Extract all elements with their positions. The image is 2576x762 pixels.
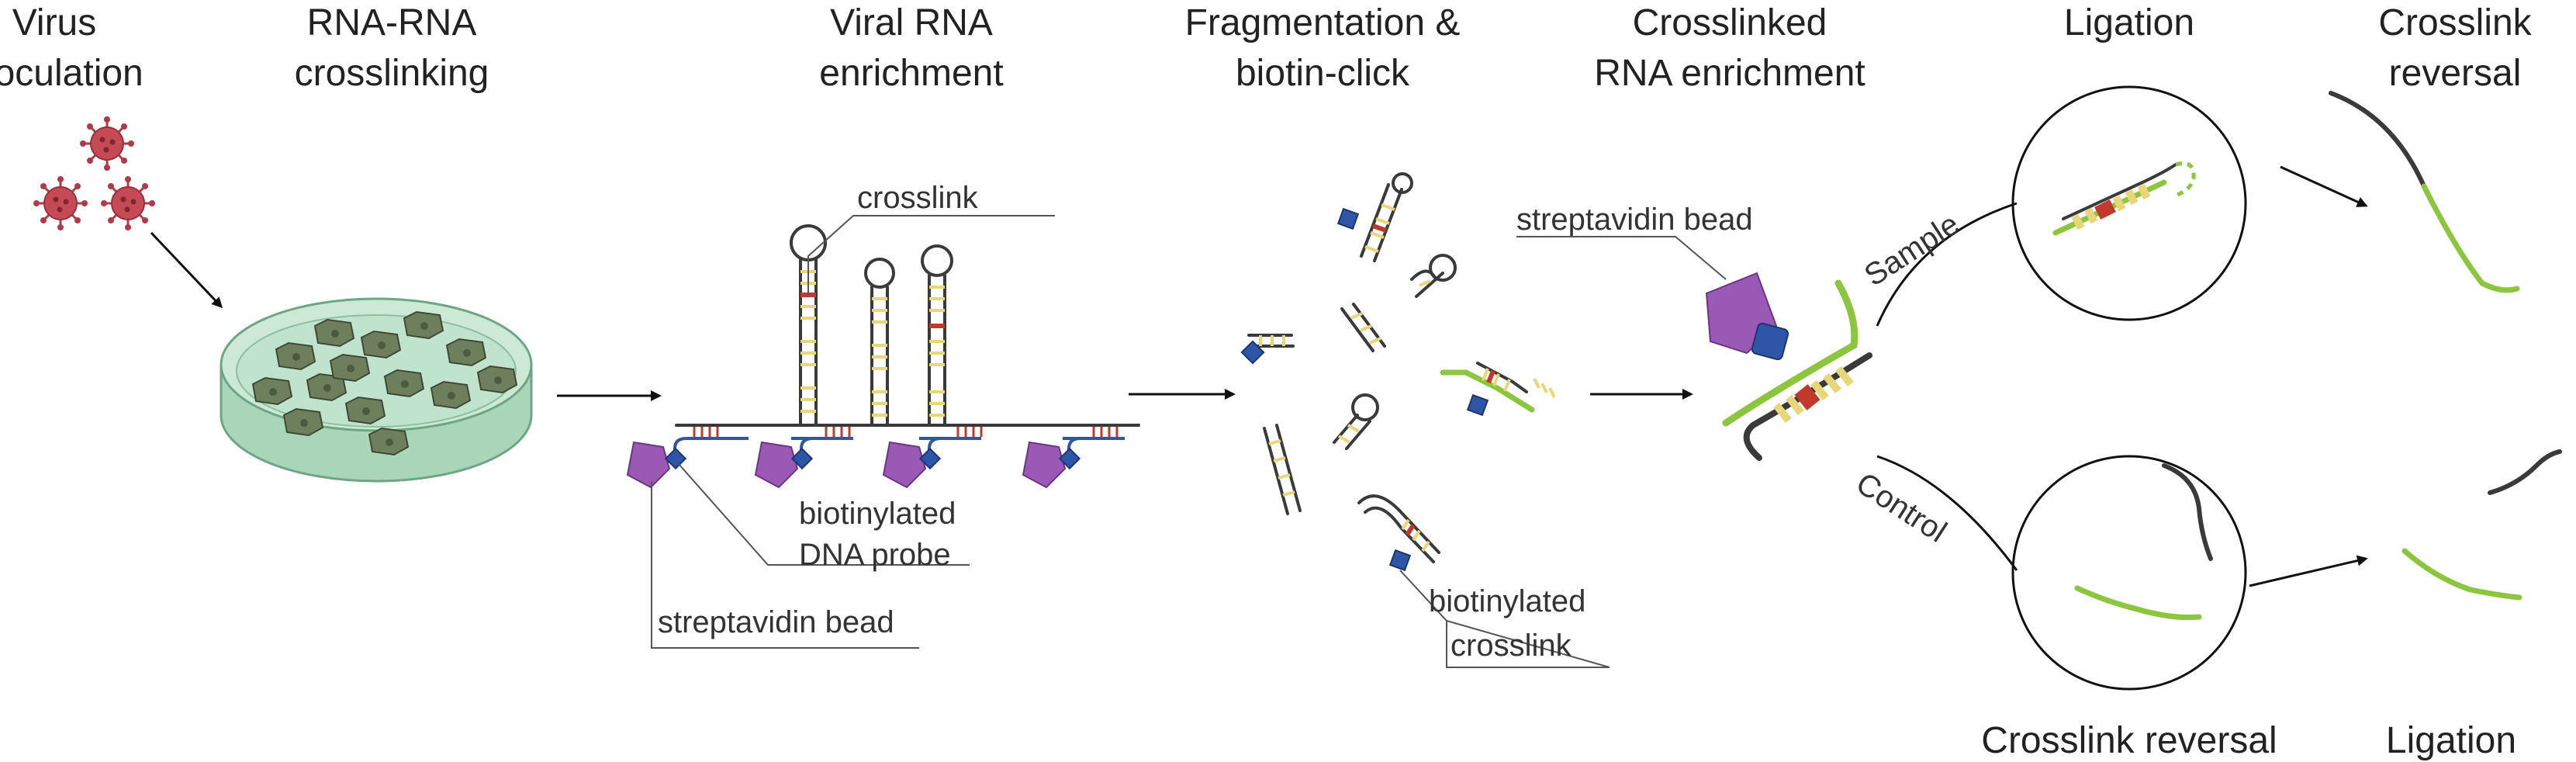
branch-control — [1876, 455, 2018, 571]
biotinylated-probe-label: biotinylated — [799, 497, 956, 531]
stage-title-line: Crosslink — [2378, 2, 2532, 43]
ligation-circle — [2011, 85, 2247, 321]
stage-title-rna-rna-crosslinking: RNA-RNA crosslinking — [295, 2, 489, 94]
control-label: Control — [1850, 466, 1952, 549]
biotinylated-probe-label: DNA probe — [799, 538, 951, 572]
bead-leader — [1516, 236, 1727, 280]
petri-dish-icon — [220, 297, 533, 483]
stage-title-line: enrichment — [819, 53, 1003, 94]
rna-fragment — [1410, 254, 1457, 298]
virus-icon — [99, 175, 157, 232]
stage-title-ligation: Ligation — [2064, 2, 2194, 43]
stage-title-viral-rna-enrichment: Viral RNA enrichment — [819, 2, 1003, 94]
bead-leader — [651, 481, 919, 649]
biotinylated-crosslink-label: biotinylated — [1429, 584, 1585, 618]
reversed-ligated-rna — [2329, 91, 2520, 293]
stage-title-crosslinked-enrichment: Crosslinked RNA enrichment — [1594, 2, 1865, 94]
crosslink-reversal-circle — [2011, 455, 2247, 691]
arrow — [2280, 165, 2368, 207]
rna-fragment — [1240, 334, 1295, 365]
stage-title-line: Crosslinked — [1633, 2, 1827, 43]
stage-title-line: reversal — [2389, 53, 2522, 94]
rna-fragment — [1333, 393, 1379, 450]
virus-icon — [78, 115, 136, 172]
crosslink-label: crosslink — [857, 181, 979, 215]
stage-title-line: Fragmentation & — [1185, 2, 1461, 43]
viral-rna-genome — [675, 224, 1140, 440]
sample-label: Sample — [1859, 207, 1966, 293]
stage-title-line: RNA-RNA — [307, 2, 477, 43]
stage-title-line: crosslinking — [295, 53, 489, 94]
streptavidin-bead-icon — [755, 437, 814, 488]
stage-title-fragmentation: Fragmentation & biotin-click — [1185, 2, 1461, 94]
arrow — [150, 231, 223, 309]
biotinylated-crosslink-label: crosslink — [1451, 629, 1572, 663]
streptavidin-bead-icon — [1022, 437, 1081, 488]
rna-fragment — [1263, 424, 1302, 515]
streptavidin-bead-label: streptavidin bead — [658, 605, 894, 639]
stage-title-crosslink-reversal: Crosslink reversal — [2378, 2, 2532, 94]
ligation-title: Ligation — [2386, 720, 2516, 761]
crosslink-leader — [807, 215, 1055, 295]
virus-icon — [32, 175, 89, 232]
rna-fragment-hybrid — [1440, 362, 1556, 417]
branch-sample — [1876, 202, 2018, 327]
streptavidin-bead-icon — [883, 437, 942, 488]
rna-fragment — [1336, 172, 1413, 262]
arrow — [2249, 555, 2368, 587]
streptavidin-bead-label: streptavidin bead — [1516, 203, 1753, 237]
stage-title-line: Viral RNA — [830, 2, 993, 43]
streptavidin-bead-icon — [627, 437, 687, 488]
stage-title-line: biotin-click — [1236, 53, 1410, 94]
captured-duplex — [1705, 272, 1872, 461]
stage-title-line: inoculation — [0, 53, 143, 94]
separate-rna-fragments — [2401, 449, 2562, 601]
stage-title-line: Virus — [12, 2, 97, 43]
stage-title-line: Ligation — [2064, 2, 2194, 43]
stage-title-virus-inoculation: Virus inoculation — [0, 2, 143, 94]
rna-fragment — [1340, 303, 1386, 352]
crosslink-reversal-title: Crosslink reversal — [1981, 720, 2277, 761]
biotin-xlink-leader — [1446, 621, 1610, 668]
stage-title-line: RNA enrichment — [1594, 53, 1865, 94]
rna-fragment — [1357, 494, 1440, 572]
probe-leader — [678, 463, 970, 566]
